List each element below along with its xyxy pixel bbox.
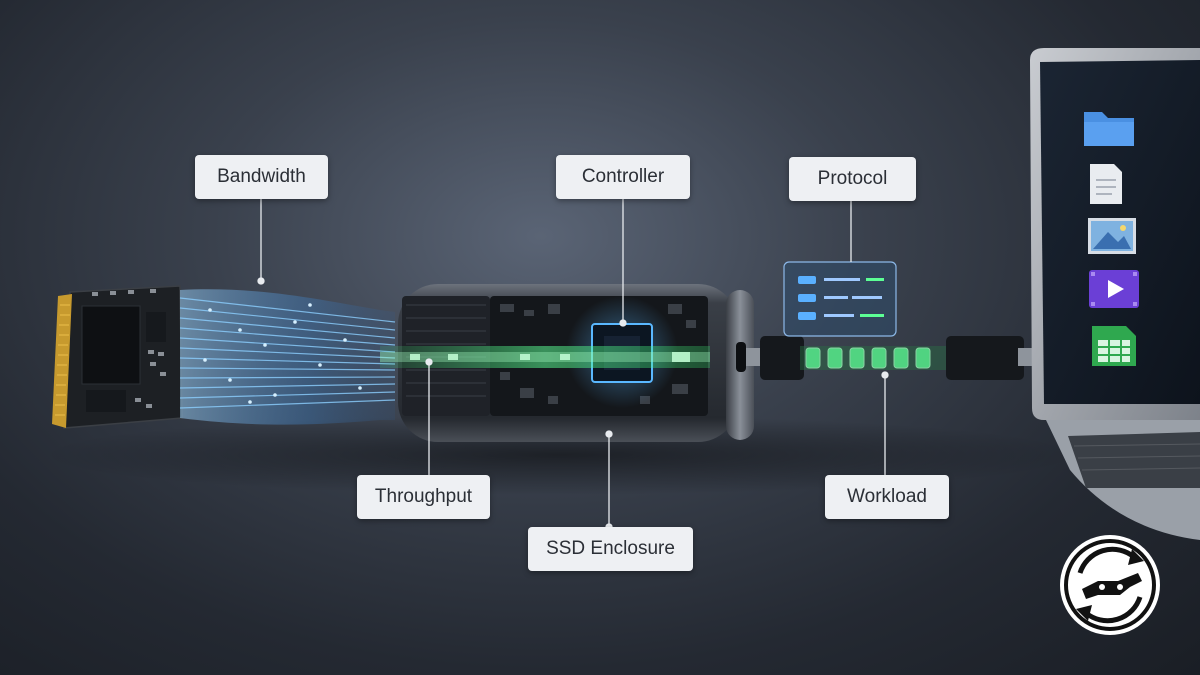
data-beam-green — [380, 346, 710, 368]
usb-cable — [800, 346, 950, 370]
image-icon[interactable] — [1088, 218, 1136, 254]
callout-protocol: Protocol — [789, 157, 916, 201]
video-icon[interactable] — [1089, 270, 1139, 308]
folder-icon[interactable] — [1084, 112, 1134, 146]
brand-logo — [1060, 535, 1160, 635]
m2-ssd-board — [52, 285, 183, 429]
callout-ssd-enclosure: SSD Enclosure — [528, 527, 693, 571]
spreadsheet-icon[interactable] — [1092, 326, 1136, 366]
usb-c-plug-right — [946, 336, 1042, 380]
callout-bandwidth: Bandwidth — [195, 155, 328, 199]
floor-shadow — [40, 415, 1080, 495]
callout-controller: Controller — [556, 155, 690, 199]
usb-c-plug-left — [746, 336, 804, 380]
data-stream-blue — [179, 289, 396, 425]
laptop — [1030, 48, 1200, 540]
callout-workload: Workload — [825, 475, 949, 519]
callout-throughput: Throughput — [357, 475, 490, 519]
document-icon[interactable] — [1090, 164, 1122, 204]
protocol-panel — [783, 261, 897, 337]
